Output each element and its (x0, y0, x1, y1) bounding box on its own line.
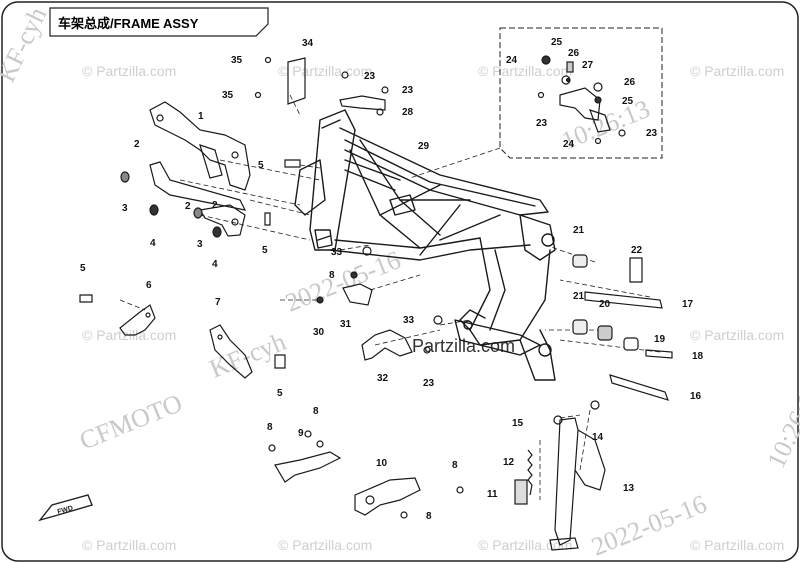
callout-label: 29 (418, 141, 430, 152)
watermark: © Partzilla.com (82, 63, 176, 79)
callout-label: 8 (452, 460, 458, 471)
callouts: 35 34 23 35 23 28 1 2 3 2 5 4 2 3 4 5 29… (80, 37, 704, 522)
callout-label: 17 (682, 299, 694, 310)
watermark: © Partzilla.com (690, 537, 784, 553)
callout-label: 26 (624, 77, 636, 88)
callout-label: 5 (277, 388, 283, 399)
callout-label: 23 (536, 118, 548, 129)
callout-label: 6 (146, 280, 152, 291)
callout-label: 33 (403, 315, 415, 326)
callout-label: 27 (582, 60, 594, 71)
callout-label: 28 (402, 107, 414, 118)
callout-label: 9 (298, 428, 304, 439)
callout-label: 5 (262, 245, 268, 256)
callout-label: 23 (646, 128, 658, 139)
frame-main (294, 109, 556, 381)
callout-label: 2 (134, 139, 140, 150)
callout-label: 2 (212, 200, 218, 211)
callout-label: 26 (568, 48, 580, 59)
callout-label: 12 (503, 457, 515, 468)
title-box (49, 7, 269, 37)
callout-label: 25 (551, 37, 563, 48)
callout-label: 35 (231, 55, 243, 66)
callout-label: 21 (573, 225, 585, 236)
stamp-text: 10:26:13 (761, 377, 800, 473)
lower-parts (268, 246, 673, 551)
callout-label: 34 (302, 38, 314, 49)
callout-label: 7 (215, 297, 221, 308)
callout-label: 32 (377, 373, 389, 384)
watermark: © Partzilla.com (690, 327, 784, 343)
detail-parts (537, 55, 626, 145)
callout-label: 30 (313, 327, 325, 338)
callout-label: 10 (376, 458, 388, 469)
callout-label: 8 (426, 511, 432, 522)
callout-label: 5 (258, 160, 264, 171)
callout-label: 8 (267, 422, 273, 433)
watermark: © Partzilla.com (278, 537, 372, 553)
stamp-layer: CFMOTO KF-cyh 2022-05-16 10:26:13 2022-0… (0, 3, 800, 562)
watermark-layer: © Partzilla.com © Partzilla.com © Partzi… (82, 63, 784, 553)
stamp-text: KF-cyh (0, 3, 52, 87)
watermark: © Partzilla.com (478, 537, 572, 553)
callout-label: 22 (631, 245, 643, 256)
left-brackets (79, 56, 389, 379)
callout-label: 2 (185, 201, 191, 212)
callout-label: 11 (487, 489, 498, 500)
callout-label: 5 (80, 263, 86, 274)
callout-label: 4 (150, 238, 156, 249)
leader-lines (119, 94, 661, 500)
callout-label: 20 (599, 299, 611, 310)
fwd-arrow: FWD (38, 494, 93, 522)
callout-label: 8 (313, 406, 319, 417)
callout-label: 18 (692, 351, 704, 362)
callout-label: 24 (506, 55, 518, 66)
callout-label: 15 (512, 418, 524, 429)
callout-label: 13 (623, 483, 635, 494)
watermark: © Partzilla.com (690, 63, 784, 79)
callout-label: 25 (622, 96, 634, 107)
callout-label: 1 (198, 111, 204, 122)
callout-label: 31 (340, 319, 352, 330)
title-text: 车架总成/FRAME ASSY (58, 16, 199, 31)
callout-label: 23 (402, 85, 414, 96)
callout-label: 33 (331, 247, 343, 258)
callout-label: 24 (563, 139, 575, 150)
callout-label: 21 (573, 291, 585, 302)
detail-group-box (499, 27, 663, 159)
watermark: © Partzilla.com (478, 63, 572, 79)
callout-label: 16 (690, 391, 702, 402)
callout-label: 14 (592, 432, 604, 443)
callout-label: 3 (122, 203, 128, 214)
callout-label: 23 (364, 71, 376, 82)
callout-label: 35 (222, 90, 234, 101)
callout-label: 23 (423, 378, 435, 389)
callout-label: 19 (654, 334, 666, 345)
watermark: © Partzilla.com (82, 537, 176, 553)
callout-label: 8 (329, 270, 335, 281)
callout-label: 3 (197, 239, 203, 250)
watermark: © Partzilla.com (278, 63, 372, 79)
callout-label: 4 (212, 259, 218, 270)
center-watermark: Partzilla.com (412, 336, 515, 356)
stamp-text: CFMOTO (75, 388, 186, 455)
fwd-label: FWD (57, 505, 74, 516)
